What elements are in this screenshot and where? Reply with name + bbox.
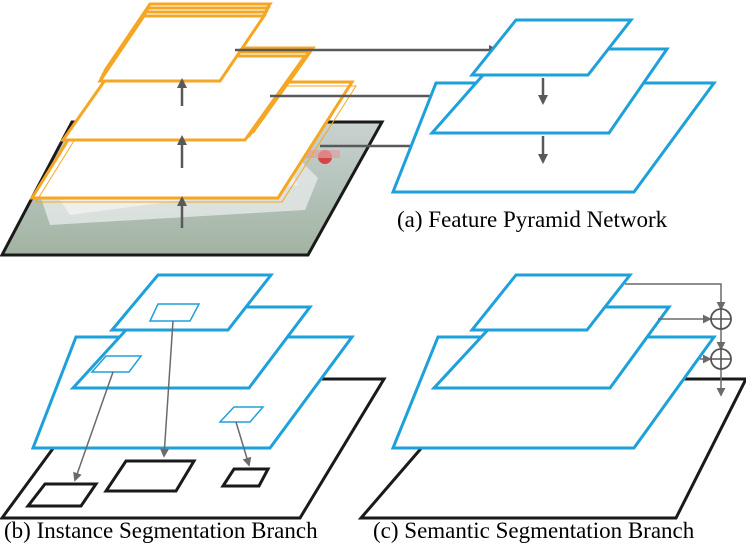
- mask-output-3: [220, 467, 271, 488]
- semantic-merge-top-arrow: [625, 283, 726, 311]
- instance-branch: [0, 273, 387, 520]
- sum-node-1-icon: [710, 308, 732, 330]
- roi-arrow-1: [73, 371, 114, 482]
- backbone-group: [0, 2, 385, 257]
- mask-output-1: [24, 482, 99, 508]
- backbone-stage-3: [97, 2, 273, 83]
- caption-instance: (b) Instance Segmentation Branch: [4, 518, 318, 543]
- sum-node-2-icon: [710, 348, 732, 370]
- fpn-pyramid: [390, 18, 717, 194]
- roi-box-1: [148, 303, 201, 322]
- mask-output-2: [103, 459, 197, 493]
- semantic-fpn-level-3: [468, 273, 634, 332]
- roi-arrow-3: [235, 421, 252, 467]
- caption-semantic: (c) Semantic Segmentation Branch: [373, 518, 695, 543]
- roi-box-3: [218, 406, 265, 423]
- semantic-branch: [357, 273, 746, 520]
- fpn-level-p4: [468, 18, 635, 77]
- caption-fpn: (a) Feature Pyramid Network: [397, 207, 668, 232]
- roi-arrow-2: [159, 320, 174, 458]
- roi-box-2: [90, 355, 143, 373]
